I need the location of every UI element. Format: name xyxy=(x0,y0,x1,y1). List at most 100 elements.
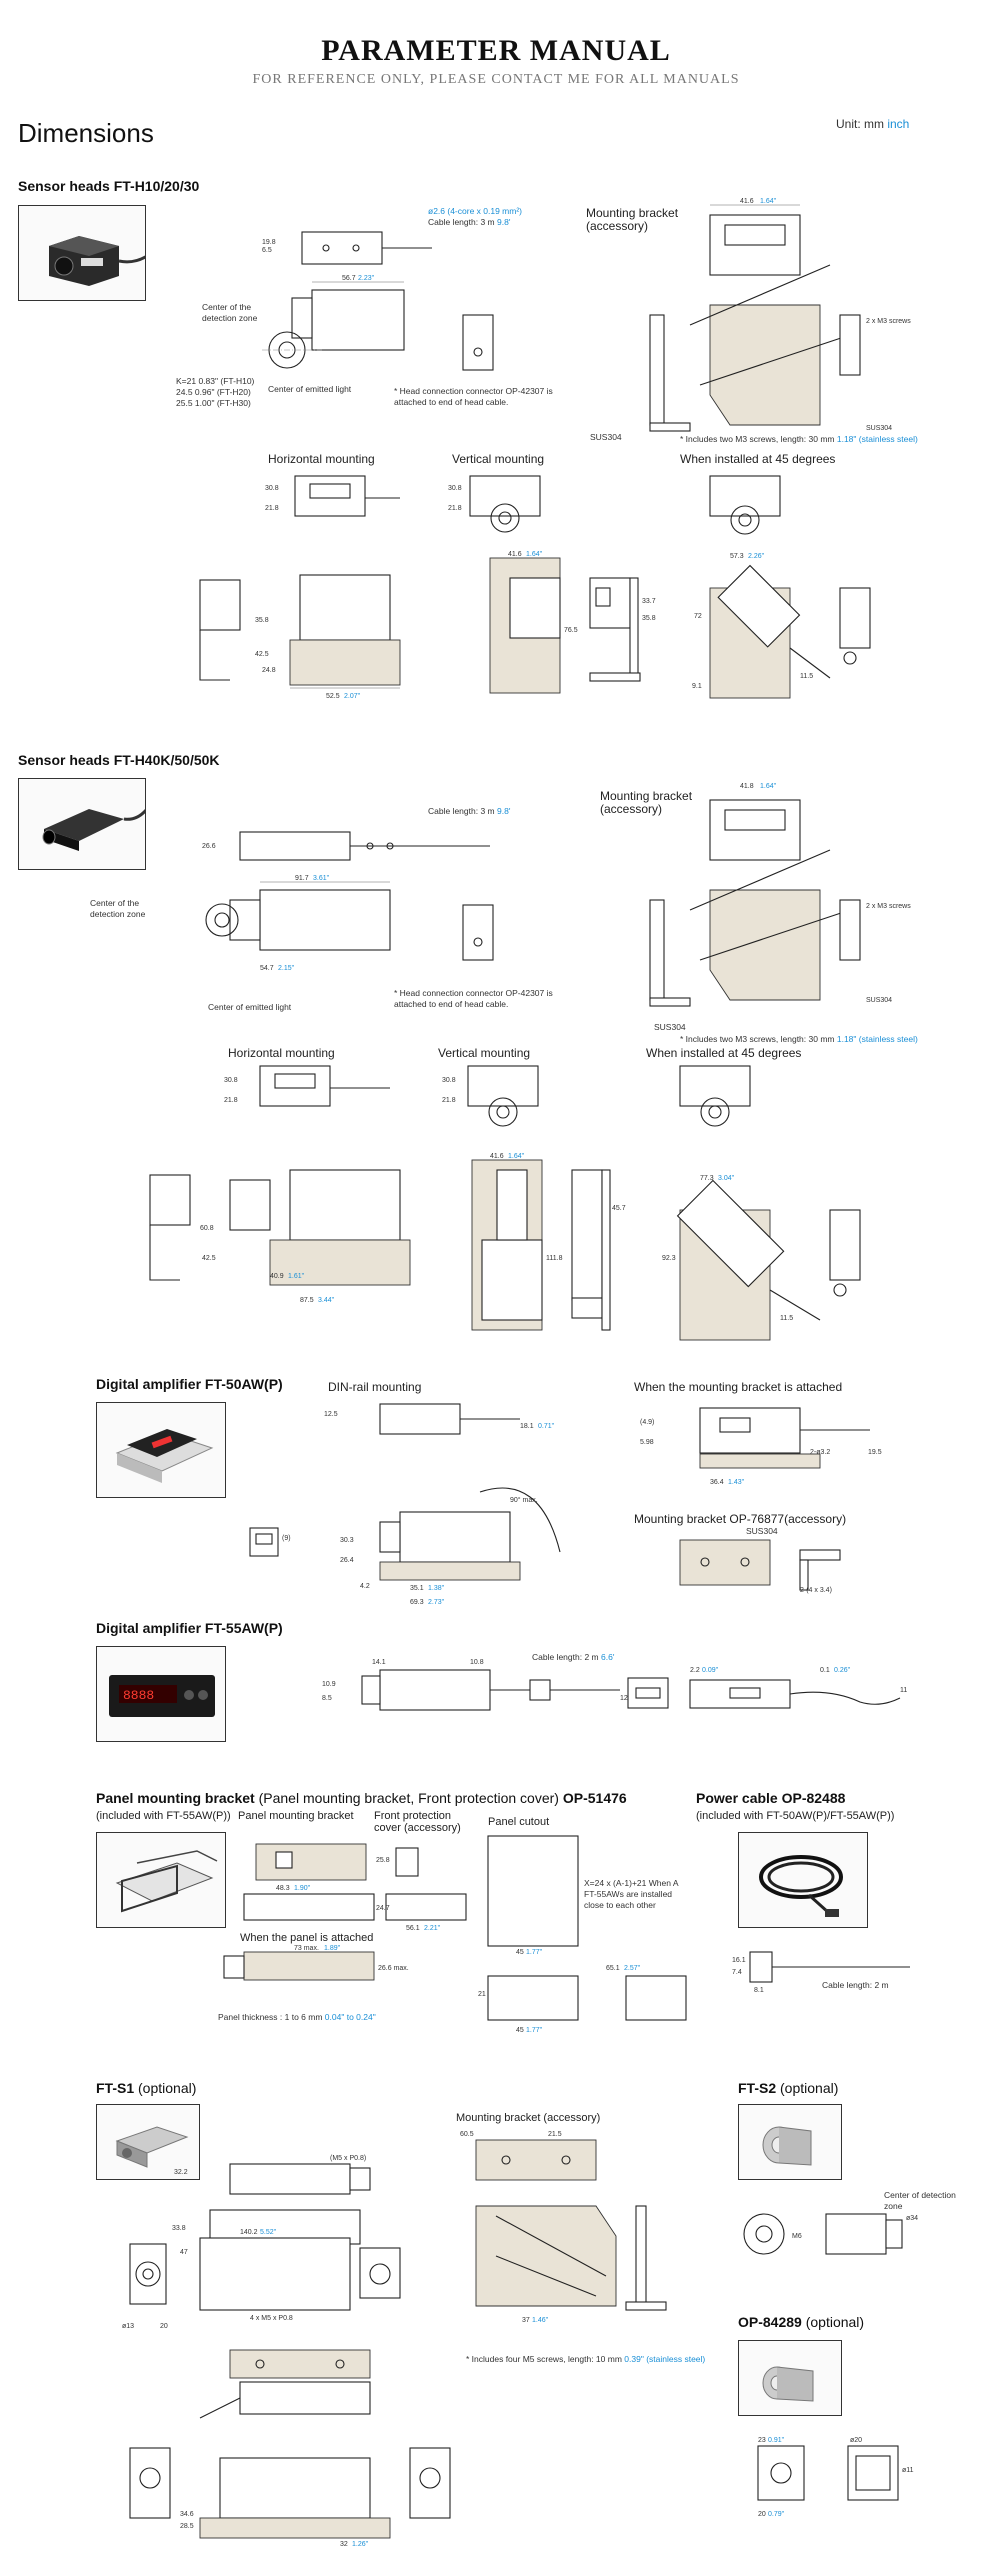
svg-text:0.1: 0.1 xyxy=(820,1667,830,1674)
svg-text:24.8: 24.8 xyxy=(262,667,276,674)
horizontal-mounting-label-h10: Horizontal mounting xyxy=(268,452,375,466)
power-cable-photo xyxy=(738,1832,868,1928)
svg-text:5.98: 5.98 xyxy=(640,1439,654,1446)
svg-text:56.1: 56.1 xyxy=(406,1925,420,1932)
svg-text:19.5: 19.5 xyxy=(868,1449,882,1456)
section-title-ft-h40: Sensor heads FT-H40K/50/50K xyxy=(18,752,220,768)
section-title-panel-bracket: Panel mounting bracket (Panel mounting b… xyxy=(96,1790,627,1806)
amplifier-55-photo: 8888 xyxy=(96,1646,226,1742)
front-cover-label: Front protection cover (accessory) xyxy=(374,1810,461,1834)
svg-text:57.3: 57.3 xyxy=(730,553,744,560)
ft-s1-image xyxy=(97,2105,199,2179)
svg-text:91.7: 91.7 xyxy=(295,875,309,882)
svg-text:1.61": 1.61" xyxy=(288,1273,305,1280)
panel-included-label: (included with FT-55AW(P)) xyxy=(96,1810,231,1822)
center-emitted-label-h40: Center of emitted light xyxy=(208,1002,292,1012)
ft-s2-image xyxy=(739,2105,841,2179)
svg-text:1.46": 1.46" xyxy=(532,2317,549,2324)
svg-text:60.5: 60.5 xyxy=(460,2131,474,2138)
svg-text:8.5: 8.5 xyxy=(322,1695,332,1702)
svg-text:26.4: 26.4 xyxy=(340,1557,354,1564)
section-title-op-84289: OP-84289 (optional) xyxy=(738,2314,865,2330)
svg-text:10.8: 10.8 xyxy=(470,1659,484,1666)
svg-text:1.90": 1.90" xyxy=(294,1885,311,1892)
svg-text:1.64": 1.64" xyxy=(526,551,543,558)
svg-text:1.64": 1.64" xyxy=(760,198,777,205)
svg-text:1.89": 1.89" xyxy=(324,1945,341,1952)
svg-text:140.2: 140.2 xyxy=(240,2229,258,2236)
svg-text:73 max.: 73 max. xyxy=(294,1945,319,1952)
svg-text:(9): (9) xyxy=(282,1535,291,1542)
sensor-head-image xyxy=(19,206,145,300)
svg-text:2.2: 2.2 xyxy=(690,1667,700,1674)
sus304-label-h10: SUS304 xyxy=(590,432,622,442)
page-heading: Dimensions xyxy=(18,118,154,148)
svg-text:32: 32 xyxy=(340,2541,348,2548)
svg-text:65.1: 65.1 xyxy=(606,1965,620,1972)
panel-bracket-label: Panel mounting bracket xyxy=(238,1810,354,1822)
amplifier-55-image: 8888 xyxy=(97,1647,225,1741)
cutout-formula-note: X=24 x (A-1)+21 When A FT-55AWs are inst… xyxy=(584,1878,679,1910)
svg-text:12.5: 12.5 xyxy=(324,1411,338,1418)
sus304-label-h40-right: SUS304 xyxy=(866,997,892,1004)
sus304-label-h10-right: SUS304 xyxy=(866,425,892,432)
svg-text:56.7: 56.7 xyxy=(342,275,356,282)
h10-horizontal-top: 30.821.8 xyxy=(265,475,400,517)
svg-text:21.5: 21.5 xyxy=(548,2131,562,2138)
sensor-head-h40-photo xyxy=(18,778,146,870)
svg-text:45: 45 xyxy=(516,1949,524,1956)
svg-text:72: 72 xyxy=(694,613,702,620)
svg-text:41.6: 41.6 xyxy=(740,198,754,205)
svg-text:41.8: 41.8 xyxy=(740,783,754,790)
svg-text:2.57": 2.57" xyxy=(624,1965,641,1972)
din-rail-label: DIN-rail mounting xyxy=(328,1380,422,1394)
svg-text:32.2: 32.2 xyxy=(174,2169,188,2176)
power-cable-length: Cable length: 2 m xyxy=(822,1980,889,1990)
bracket-accessory-label: Mounting bracket OP-76877(accessory) xyxy=(634,1512,847,1526)
s1-mounting-bracket-label: Mounting bracket (accessory) xyxy=(456,2112,601,2124)
screws-note-h10: * Includes two M3 screws, length: 30 mm … xyxy=(680,434,918,444)
svg-text:2.73": 2.73" xyxy=(428,1599,445,1606)
svg-text:47: 47 xyxy=(180,2249,188,2256)
svg-text:40.9: 40.9 xyxy=(270,1273,284,1280)
svg-text:19.8: 19.8 xyxy=(262,239,276,246)
svg-text:2.21": 2.21" xyxy=(424,1925,441,1932)
svg-text:77.3: 77.3 xyxy=(700,1175,714,1182)
svg-text:1.26": 1.26" xyxy=(352,2541,369,2548)
svg-text:1.64": 1.64" xyxy=(508,1153,525,1160)
svg-text:3.04": 3.04" xyxy=(718,1175,735,1182)
panel-bracket-photo xyxy=(96,1832,226,1928)
vertical-mounting-label-h40: Vertical mounting xyxy=(438,1046,531,1060)
svg-text:18.1: 18.1 xyxy=(520,1423,534,1430)
svg-text:4.2: 4.2 xyxy=(360,1583,370,1590)
unit-label: Unit: mm inch xyxy=(836,117,910,131)
ft-s2-photo xyxy=(738,2104,842,2180)
amplifier-50-photo xyxy=(96,1402,226,1498)
sensor-head-h40-image xyxy=(19,779,145,869)
at45-label-h10: When installed at 45 degrees xyxy=(680,452,836,466)
s1-screws-note: * Includes four M5 screws, length: 10 mm… xyxy=(466,2354,706,2364)
panel-attached-label: When the panel is attached xyxy=(240,1932,374,1944)
ft-50aw-front-view: (9) xyxy=(249,1527,291,1557)
document-title: PARAMETER MANUAL xyxy=(321,34,671,67)
svg-text:ø20: ø20 xyxy=(850,2437,862,2444)
svg-text:3.61": 3.61" xyxy=(313,875,330,882)
section-title-ft-s1: FT-S1 (optional) xyxy=(96,2080,197,2096)
svg-text:5.52": 5.52" xyxy=(260,2229,277,2236)
section-title-ft-h10: Sensor heads FT-H10/20/30 xyxy=(18,178,200,194)
svg-text:ø11: ø11 xyxy=(902,2467,914,2474)
svg-text:1.43": 1.43" xyxy=(728,1479,745,1486)
svg-text:0.09": 0.09" xyxy=(702,1667,719,1674)
sensor-head-photo xyxy=(18,205,146,301)
svg-text:8.1: 8.1 xyxy=(754,1987,764,1994)
svg-text:33.7: 33.7 xyxy=(642,598,656,605)
